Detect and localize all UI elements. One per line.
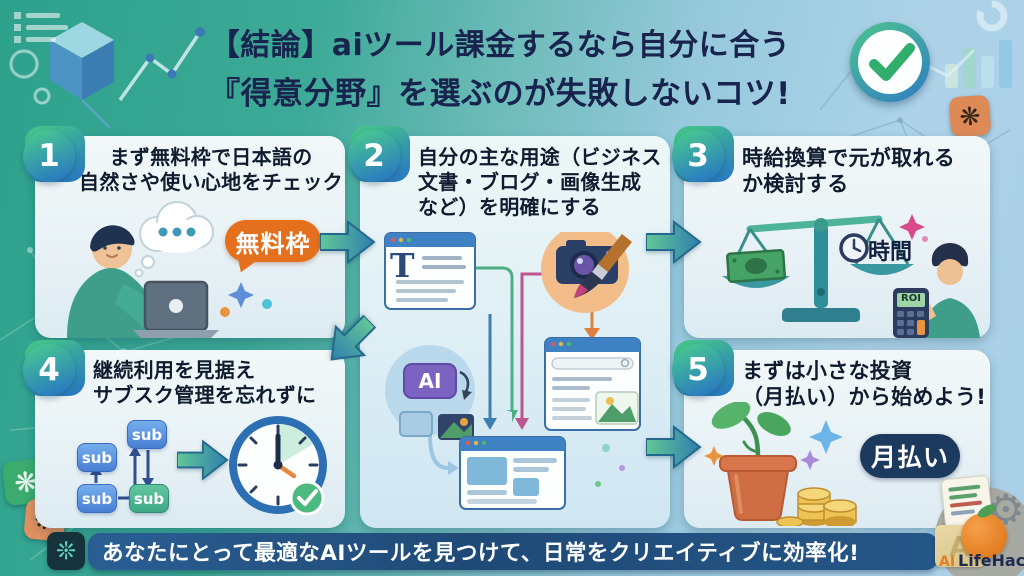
page-title: 【結論】aiツール課金するなら自分に合う 『得意分野』を選ぶのが失敗しないコツ!: [130, 20, 870, 113]
circles-doodle: [9, 49, 51, 105]
person-figure: [67, 225, 163, 338]
footer-banner: あなたにとって最適なAIツールを見つけて、日常をクリエイティブに効率化!: [88, 533, 938, 570]
sub-box-bottom-right: sub: [129, 484, 169, 513]
arrow-step1-to-step2: [320, 219, 376, 265]
step-text: 自分の主な用途（ビジネス 文書・ブログ・画像生成 など）を明確にする: [418, 145, 662, 220]
step-number: 3: [672, 130, 724, 182]
step-text: まず無料枠で日本語の 自然さや使い心地をチェック: [79, 145, 343, 195]
step-panel-3: 3 時給換算で元が取れる か検討する: [672, 126, 990, 338]
monthly-plan-pill: 月払い: [860, 434, 960, 478]
arrow-down-to-step4: [330, 314, 377, 361]
plant-icon: [711, 402, 797, 521]
gpt-icon-orange-top: ❋: [948, 94, 992, 138]
doc-line: [948, 484, 981, 492]
free-tier-bubble: 無料枠: [225, 220, 321, 276]
blog-window: [544, 337, 641, 431]
step-panel-1: 1 まず無料枠で日本語の 自然さや使い心地をチェック: [23, 126, 345, 338]
paintbrush-icon: [574, 234, 632, 298]
check-mini-badge: [289, 480, 325, 516]
orange-fruit-icon: [961, 513, 1007, 559]
title-line-1: 【結論】aiツール課金するなら自分に合う: [209, 28, 791, 63]
footer-flower-tile: ❊: [47, 532, 85, 570]
step-number: 5: [672, 344, 724, 396]
ai-box-label: AI: [418, 369, 442, 393]
thought-bubble: [134, 201, 214, 278]
list-icon: [14, 12, 68, 43]
coins-icon: [776, 487, 857, 526]
doc-line: [949, 492, 978, 500]
step-text: まずは小さな投資 （月払い）から始めよう!: [742, 359, 987, 410]
arrow-step2-to-step5: [646, 424, 702, 470]
footer-text: あなたにとって最適なAIツールを見つけて、日常をクリエイティブに効率化!: [102, 541, 860, 566]
result-window: [459, 436, 566, 510]
flow-connectors: [428, 266, 600, 475]
logo-prefix: AI: [939, 554, 956, 570]
usecase-flowchart: [384, 232, 641, 510]
plant-coins-illustration: [704, 402, 857, 526]
image-tools-circle: [541, 232, 632, 313]
step-panel-5: 5 まずは小さな投資 （月払い）から始めよう!: [672, 340, 990, 528]
logo-name: LifeHack+: [958, 551, 1024, 570]
step-number: 2: [348, 130, 400, 182]
clock-check-illustration: [229, 416, 327, 516]
laptop-icon: [133, 280, 219, 338]
scale-illustration: [722, 214, 980, 338]
arrow-step2-to-step3: [646, 219, 702, 265]
check-icon: [869, 43, 915, 81]
text-doc-window: [384, 232, 476, 310]
step-number: 4: [23, 344, 75, 396]
gpt-knot-glyph: ❋: [958, 100, 982, 132]
step-panel-2: 2 自分の主な用途（ビジネス 文書・ブログ・画像生成 など）を明確にする: [348, 126, 670, 528]
step-text: 時給換算で元が取れる か検討する: [742, 146, 955, 197]
doc-line: [949, 500, 983, 508]
logo-text: AI LifeHack+: [939, 551, 1024, 570]
check-badge-face: [858, 30, 922, 94]
step-number: 1: [23, 130, 75, 182]
title-line-2: 『得意分野』を選ぶのが失敗しないコツ!: [209, 76, 791, 112]
sub-box-left: sub: [77, 443, 117, 472]
arrow-to-clock: [177, 439, 229, 481]
money-icon: [726, 249, 786, 283]
person-roi-figure: [923, 242, 980, 338]
pink-sparkle: [899, 214, 928, 242]
ai-generation-circle: [385, 345, 475, 440]
flower-sparkle-icon: ❊: [55, 537, 77, 565]
sub-box-top: sub: [127, 420, 167, 449]
roi-calculator-icon: [893, 288, 929, 338]
doc-line: [950, 509, 976, 516]
sparkles: [704, 420, 843, 470]
doc-letter: T: [390, 246, 415, 285]
person-laptop-illustration: [67, 201, 272, 338]
step-text: 継続利用を見据え サブスク管理を忘れずに: [93, 358, 317, 408]
roi-screen-label: ROI: [901, 293, 921, 304]
check-badge: [850, 22, 930, 102]
mini-sparkles: [595, 444, 625, 487]
step-panel-4: 4 継続利用を見据え サブスク管理を忘れずに sub sub sub sub: [23, 340, 345, 528]
site-logo: ⚙ A AI LifeHack+: [915, 474, 1024, 576]
clock-small-icon: [839, 233, 869, 263]
sparkles: [220, 282, 272, 317]
time-label: 時間: [868, 240, 913, 265]
sub-box-bottom-left: sub: [77, 484, 117, 513]
cube-icon: [50, 22, 114, 129]
